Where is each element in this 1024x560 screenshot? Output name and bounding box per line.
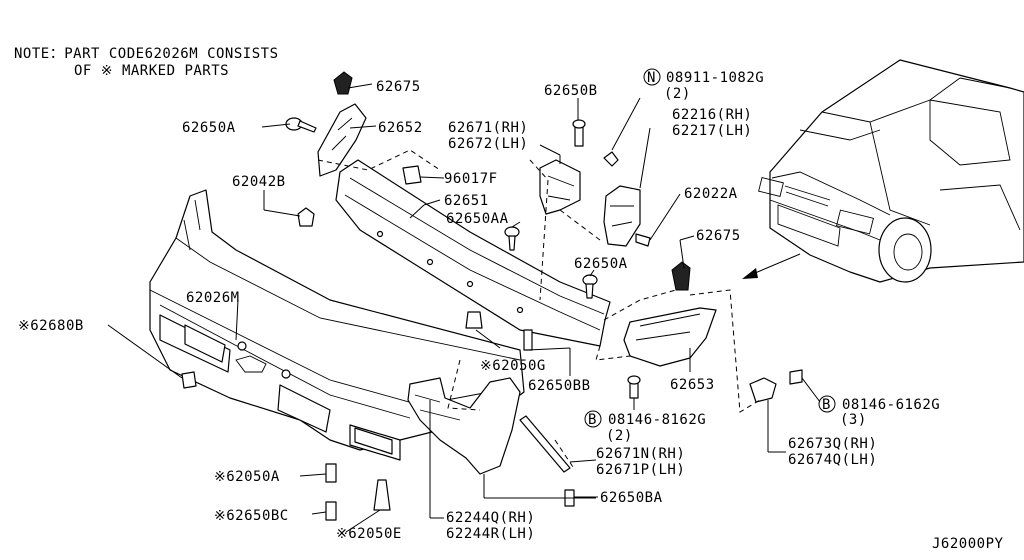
label-62675-top: 62675 xyxy=(376,79,421,95)
clip-62675-mid xyxy=(671,261,691,291)
bumper-reinforcement xyxy=(335,159,611,347)
bolt-62022A xyxy=(635,233,651,247)
note-line-1: NOTE：PART CODE62026M CONSISTS xyxy=(14,46,279,62)
label-62216-rh: 62216(RH) xyxy=(672,107,752,123)
nut-62042B xyxy=(297,207,315,227)
label-96017F: 96017F xyxy=(444,171,498,187)
direction-arrow-head xyxy=(742,268,758,279)
label-62671P-lh: 62671P(LH) xyxy=(596,462,685,478)
label-62650B: 62650B xyxy=(544,83,598,99)
label-62675-mid: 62675 xyxy=(696,228,741,244)
label-62680B: ※62680B xyxy=(18,318,84,334)
label-62042B: 62042B xyxy=(232,174,286,190)
label-62653: 62653 xyxy=(670,377,715,393)
bolt-62650BC xyxy=(325,501,337,521)
label-62022A: 62022A xyxy=(684,186,738,202)
label-62244R-lh: 62244R(LH) xyxy=(446,526,535,542)
bolt-08146-6162G xyxy=(789,369,803,385)
figure-code: J62000PY xyxy=(932,536,1004,552)
label-62650BB: 62650BB xyxy=(528,378,591,394)
b-symbol-circle-2 xyxy=(818,395,836,413)
label-62651: 62651 xyxy=(444,193,489,209)
n-symbol-circle xyxy=(643,68,661,86)
b-symbol-2: B xyxy=(822,397,831,413)
label-62674Q-lh: 62674Q(LH) xyxy=(788,452,877,468)
label-08911-qty: (2) xyxy=(664,86,691,102)
nut-08911 xyxy=(603,151,619,167)
label-62050G: ※62050G xyxy=(480,358,546,374)
label-62650A-top: 62650A xyxy=(182,120,236,136)
label-62050E: ※62050E xyxy=(336,526,402,542)
label-62650A-mid: 62650A xyxy=(574,256,628,272)
bolt-62050A xyxy=(325,463,337,483)
label-62672-lh: 62672(LH) xyxy=(448,136,528,152)
clip-62050E xyxy=(373,479,391,511)
bracket-62673Q xyxy=(749,377,777,403)
label-62671-rh: 62671(RH) xyxy=(448,120,528,136)
lower-spoiler xyxy=(407,377,521,475)
vehicle-illustration xyxy=(758,59,1024,283)
n-symbol: N xyxy=(647,70,656,86)
label-62244Q-rh: 62244Q(RH) xyxy=(446,510,535,526)
b-symbol-1: B xyxy=(588,412,597,428)
note-line-2: OF ※ MARKED PARTS xyxy=(74,63,229,79)
bracket-62671 xyxy=(539,159,581,215)
b-symbol-circle-1 xyxy=(584,410,602,428)
bolt-62650BB xyxy=(523,329,533,351)
label-08146-8162G: 08146-8162G xyxy=(608,412,706,428)
stay-62671N xyxy=(519,415,571,473)
clip-62680B xyxy=(181,371,197,389)
label-62026M: 62026M xyxy=(186,290,240,306)
clip-62675-top xyxy=(333,71,353,95)
label-62671N-rh: 62671N(RH) xyxy=(596,446,685,462)
label-62217-lh: 62217(LH) xyxy=(672,123,752,139)
label-08146-8162G-qty: (2) xyxy=(606,428,633,444)
clip-96017F xyxy=(402,165,422,185)
bumper-end-piece xyxy=(623,307,717,367)
label-08146-6162G-qty: (3) xyxy=(840,412,867,428)
label-62652: 62652 xyxy=(378,120,423,136)
label-62650BA: 62650BA xyxy=(600,490,663,506)
label-62650AA: 62650AA xyxy=(446,211,509,227)
label-08146-6162G: 08146-6162G xyxy=(842,397,940,413)
label-08911-1082G: 08911-1082G xyxy=(666,70,764,86)
label-62050A: ※62050A xyxy=(214,469,280,485)
bracket-62216 xyxy=(603,185,641,247)
label-62673Q-rh: 62673Q(RH) xyxy=(788,436,877,452)
clip-62050G xyxy=(465,311,483,329)
label-62650BC: ※62650BC xyxy=(214,508,289,524)
